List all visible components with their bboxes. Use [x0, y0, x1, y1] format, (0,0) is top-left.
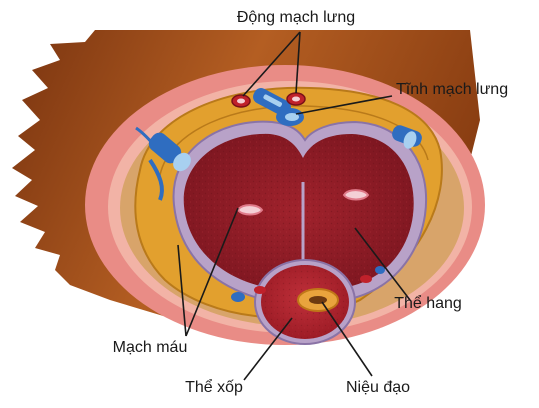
cavernous-artery-right [344, 190, 368, 199]
vessel-small-1 [231, 292, 245, 302]
cavernous-artery-left [238, 205, 262, 214]
label-corpora-cavernosa: Thể hang [394, 294, 462, 312]
label-corpus-spongiosum: Thể xốp [185, 378, 243, 396]
label-blood-vessels: Mạch máu [113, 339, 188, 356]
label-urethra: Niệu đạo [346, 379, 410, 396]
label-dorsal-arteries: Động mạch lưng [237, 9, 355, 26]
label-dorsal-vein: Tĩnh mạch lưng [396, 81, 508, 98]
